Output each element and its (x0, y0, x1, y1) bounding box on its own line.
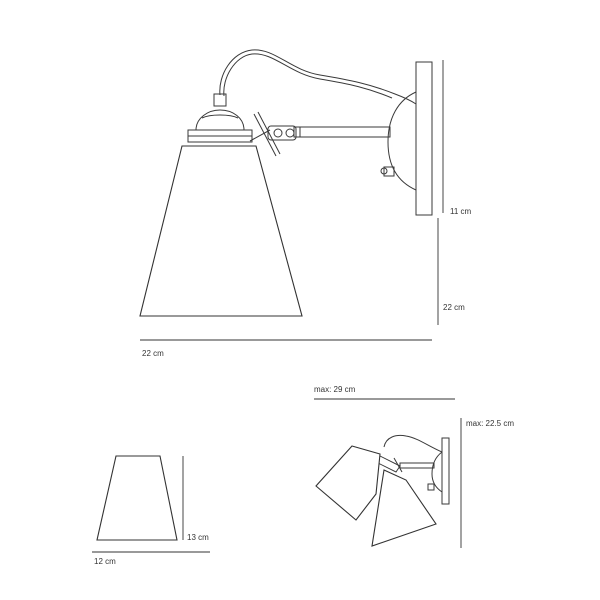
mount-disk (387, 91, 417, 191)
adjustable-lamp-view (315, 434, 450, 547)
max-height-label: max: 22.5 cm (466, 419, 514, 428)
small-shade-lower (371, 469, 437, 547)
arm-rod (293, 126, 391, 138)
main-wall-lamp (139, 49, 433, 317)
cable-grip (213, 93, 227, 107)
knuckle-joint (267, 125, 297, 141)
main-height-total-label: 22 cm (443, 303, 465, 312)
main-height-upper-label: 11 cm (450, 207, 472, 216)
wing-nut (249, 111, 281, 157)
main-lamp-shade (139, 145, 303, 317)
shade-width-label: 12 cm (94, 557, 116, 566)
shade-detail (96, 455, 178, 541)
switch-knob (380, 166, 395, 177)
power-cable (219, 49, 417, 105)
max-width-label: max: 29 cm (314, 385, 356, 394)
lamp-holder (187, 109, 253, 143)
small-shade-upper (315, 445, 381, 521)
shade-height-label: 13 cm (187, 533, 209, 542)
main-width-label: 22 cm (142, 349, 164, 358)
wall-plate (415, 61, 433, 216)
detail-shade (96, 455, 178, 541)
small-wall-plate (441, 437, 450, 505)
